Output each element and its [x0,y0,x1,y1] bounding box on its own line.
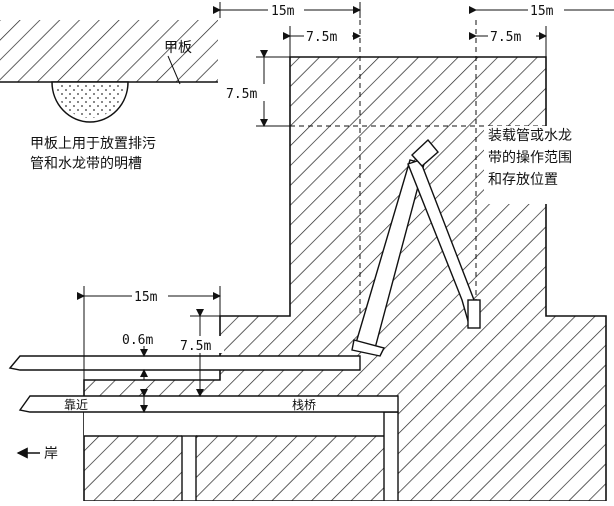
loading-arm [351,138,481,357]
loading-arm-brace [407,159,475,329]
dim-right-15m-label-bg [528,1,564,18]
land-pipe [8,355,361,371]
dim-top-7-5m-label: 7.5m [306,30,337,45]
berthing-label: 靠近 [64,398,88,412]
trestle-deck [18,395,399,413]
range-label-line1: 装载管或水龙 [488,128,572,144]
deck-leader [167,55,181,85]
dim-right-7-5m-label: 7.5m [490,30,521,45]
deck-inset: 甲板 甲板上用于放置排污 管和水龙带的明槽 [0,20,218,172]
trestle-deck-gap [84,412,384,436]
dim-vertical-upper-label: 7.5m [226,87,257,102]
dim-left-15m-label-bg [132,287,168,304]
trestle-pier-2 [383,411,399,502]
deck-inset-hatch [0,20,218,82]
range-label-line2: 带的操作范围 [488,149,572,166]
deck-note-line2: 管和水龙带的明槽 [30,156,142,172]
loading-arm-base [467,299,481,329]
deck-channel-fill [56,84,124,118]
dim-right-15m-label: 15m [530,4,554,19]
loading-arm-head [411,138,439,167]
dim-vertical-lower-label-bg [178,336,224,353]
main-structure [8,56,607,502]
trestle-pier-1 [181,435,197,502]
dim-vertical-lower-label: 7.5m [180,339,211,354]
dim-left-15m-label: 15m [134,290,158,305]
dim-top-7-5m-label-bg [304,27,352,44]
dim-right-7-5m-label-bg [488,27,536,44]
dim-vertical-upper-label-bg [226,84,272,101]
range-label-bg [484,126,584,204]
trestle-label: 栈桥 [292,397,316,412]
dim-gap-label: 0.6m [122,333,153,348]
deck-note-line1: 甲板上用于放置排污 [30,136,156,152]
dim-top-15m-label: 15m [271,4,295,19]
deck-plate-label: 甲板 [164,40,192,56]
operating-range: 装载管或水龙 带的操作范围 和存放位置 [290,20,584,316]
dim-top-15m-label-bg [268,1,304,18]
loading-arm-elbow [351,339,386,357]
range-label-line3: 和存放位置 [488,172,558,188]
dimension-labels: 15m 7.5m 15m 7.5m 7.5m 15m 0.6m 7.5m [122,1,564,354]
shore-label: 岸 [44,446,58,462]
